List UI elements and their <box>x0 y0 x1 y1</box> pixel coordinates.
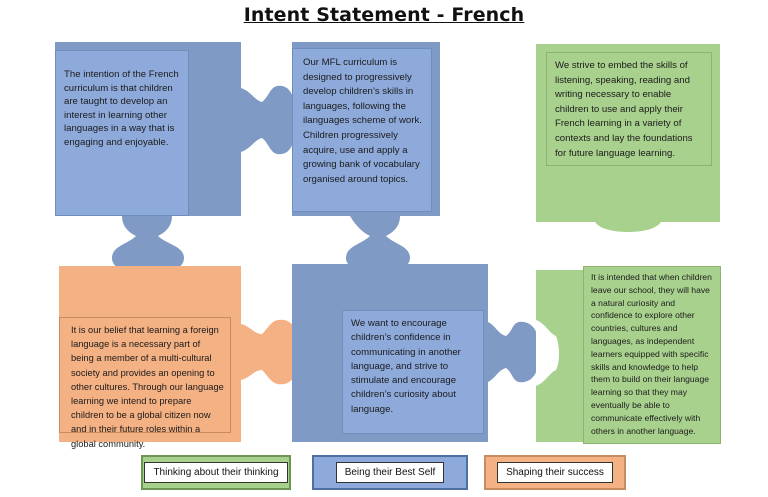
legend-label: Being their Best Self <box>335 462 445 483</box>
legend-label: Thinking about their thinking <box>144 462 288 483</box>
piece-text-top-left: The intention of the French curriculum i… <box>55 50 189 216</box>
legend-success: Shaping their success <box>484 455 626 490</box>
piece-text-bottom-left: It is our belief that learning a foreign… <box>59 317 231 449</box>
page-title: Intent Statement - French <box>243 4 525 26</box>
piece-text-top-right: We strive to embed the skills of listeni… <box>546 52 712 166</box>
legend-label: Shaping their success <box>497 462 613 483</box>
legend-best-self: Being their Best Self <box>312 455 468 490</box>
piece-text-bottom-right: It is intended that when children leave … <box>583 266 721 444</box>
legend-thinking: Thinking about their thinking <box>141 455 291 490</box>
piece-text-top-middle: Our MFL curriculum is designed to progre… <box>292 48 432 212</box>
piece-text-bottom-middle: We want to encourage children’s confiden… <box>342 310 484 434</box>
